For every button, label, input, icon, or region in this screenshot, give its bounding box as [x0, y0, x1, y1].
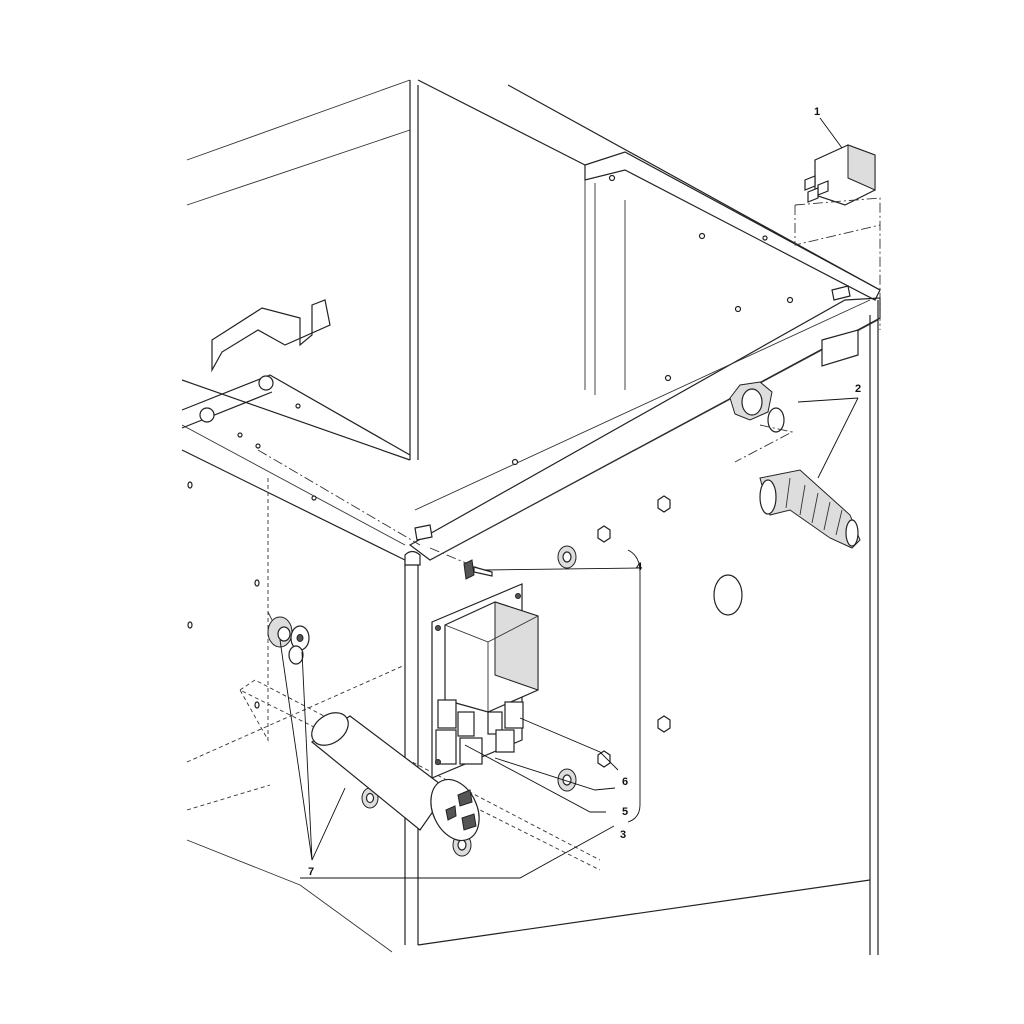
relay-part-1 [794, 144, 881, 330]
leader-lines [279, 117, 859, 879]
callout-4: 4 [636, 561, 643, 573]
callout-1: 1 [814, 106, 821, 118]
capacitor [310, 712, 480, 842]
callout-2: 2 [855, 383, 862, 395]
callout-3: 3 [620, 829, 627, 841]
mounting-hardware-part-7 [267, 611, 310, 665]
control-board-part-3 [431, 583, 539, 779]
cabinet-frame [181, 79, 881, 955]
hose-connector-part-2 [729, 381, 861, 549]
fastener-part-4 [463, 559, 493, 580]
callout-6: 6 [622, 776, 629, 788]
callout-5: 5 [622, 806, 629, 818]
callout-7: 7 [308, 866, 315, 878]
